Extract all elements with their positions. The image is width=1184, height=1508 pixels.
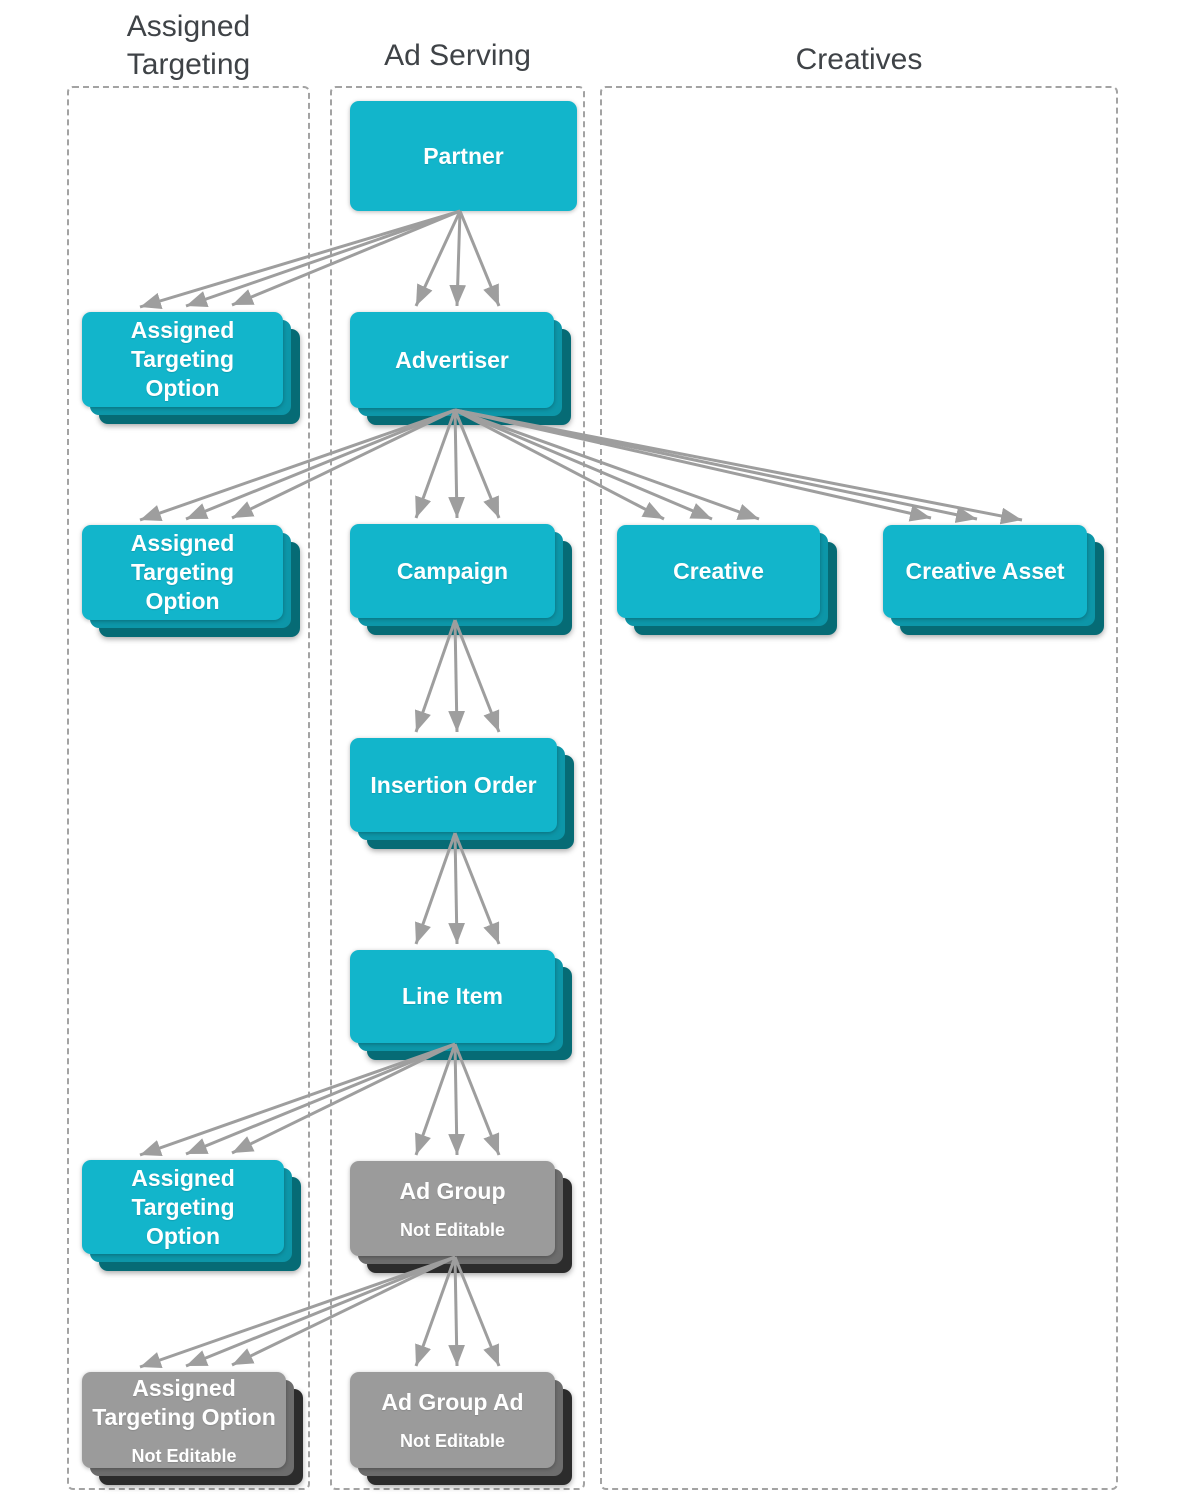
column-frame-assigned-targeting bbox=[67, 86, 310, 1490]
column-frame-creatives bbox=[600, 86, 1118, 1490]
node-face: Assigned Targeting Option bbox=[82, 312, 283, 407]
node-ad-group-ad: Ad Group Ad Not Editable bbox=[350, 1372, 572, 1485]
node-assigned-targeting-option-2: Assigned Targeting Option bbox=[82, 525, 300, 637]
column-header-creatives: Creatives bbox=[795, 43, 923, 76]
node-sublabel: Not Editable bbox=[399, 1219, 505, 1240]
node-label: Assigned Targeting Option bbox=[131, 1164, 235, 1249]
node-face: Partner bbox=[350, 101, 577, 211]
node-creative: Creative bbox=[617, 525, 837, 635]
node-sublabel: Not Editable bbox=[399, 1431, 505, 1451]
node-creative-asset: Creative Asset bbox=[883, 525, 1104, 635]
node-face: Advertiser bbox=[350, 312, 554, 408]
node-label: Partner bbox=[423, 142, 504, 169]
node-label: Ad Group Ad bbox=[381, 1389, 524, 1415]
node-label: Assigned Targeting Option bbox=[92, 1374, 276, 1430]
node-campaign: Campaign bbox=[350, 524, 572, 635]
node-assigned-targeting-option-3: Assigned Targeting Option bbox=[82, 1160, 301, 1271]
node-face: Line Item bbox=[350, 950, 555, 1043]
node-face: Insertion Order bbox=[350, 738, 557, 832]
node-assigned-targeting-option-1: Assigned Targeting Option bbox=[82, 312, 300, 424]
column-header-ad-serving: Ad Serving bbox=[384, 39, 531, 72]
column-frame-ad-serving bbox=[330, 86, 585, 1490]
node-face: Campaign bbox=[350, 524, 555, 618]
column-header-assigned-targeting: Assigned Targeting bbox=[126, 10, 251, 81]
node-label: Assigned Targeting Option bbox=[130, 530, 235, 614]
node-label: Assigned Targeting Option bbox=[130, 317, 235, 401]
node-partner: Partner bbox=[350, 101, 577, 211]
node-label: Line Item bbox=[402, 983, 503, 1009]
node-face: Assigned Targeting Option bbox=[82, 525, 283, 620]
node-label: Creative Asset bbox=[905, 558, 1065, 584]
node-line-item: Line Item bbox=[350, 950, 572, 1060]
node-label: Creative bbox=[673, 558, 764, 584]
node-sublabel: Not Editable bbox=[131, 1445, 237, 1466]
node-advertiser: Advertiser bbox=[350, 312, 571, 425]
node-label: Advertiser bbox=[395, 346, 509, 373]
node-label: Campaign bbox=[396, 557, 509, 584]
node-face: Creative bbox=[617, 525, 820, 618]
node-face: Assigned Targeting Option bbox=[82, 1160, 284, 1254]
node-face: Ad Group Ad Not Editable bbox=[350, 1372, 555, 1468]
node-label: Insertion Order bbox=[370, 771, 537, 798]
node-insertion-order: Insertion Order bbox=[350, 738, 574, 849]
node-label: Ad Group bbox=[399, 1177, 506, 1204]
node-face: Creative Asset bbox=[883, 525, 1087, 618]
